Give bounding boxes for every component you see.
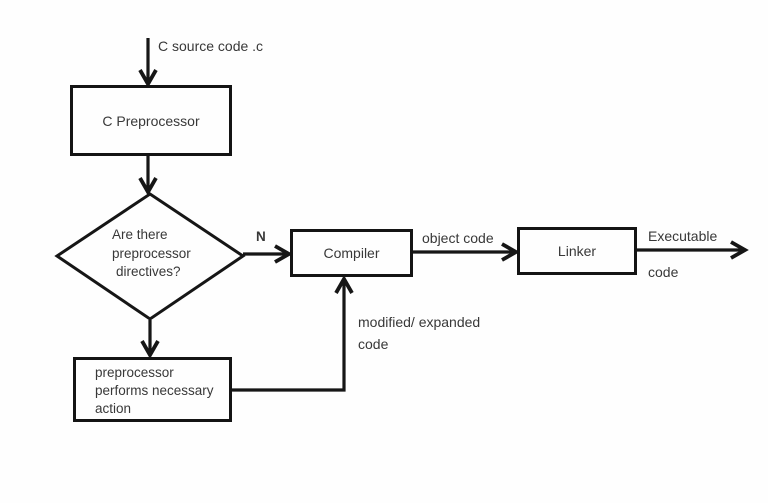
edge-label-executable-line1: Executable: [648, 228, 718, 244]
arrowhead-right-icon: [501, 242, 520, 262]
arrowhead-right-icon: [274, 244, 293, 264]
action-label-line3: action: [95, 401, 132, 416]
arrowhead-right-icon: [730, 240, 749, 260]
edge-label-source-code: C source code .c: [158, 38, 264, 54]
edge-label-no-branch: N: [256, 229, 266, 244]
node-compiler-label: Compiler: [323, 245, 380, 261]
arrowhead-down-icon: [138, 69, 158, 88]
edge-action-to-compiler: [232, 282, 346, 392]
arrowhead-down-icon: [140, 340, 160, 359]
arrowhead-down-icon: [138, 177, 158, 196]
node-compiler: Compiler: [290, 229, 413, 277]
node-c-preprocessor-label: C Preprocessor: [102, 112, 200, 129]
arrowhead-up-icon: [334, 275, 354, 294]
edge-label-object-code: object code: [422, 230, 494, 246]
node-linker-label: Linker: [557, 243, 597, 259]
edge-label-modified-code-line2: code: [358, 336, 389, 352]
decision-label-line1: Are there: [112, 227, 168, 242]
node-decision-shape: [54, 192, 246, 321]
node-c-preprocessor: C Preprocessor: [70, 85, 232, 156]
node-preprocessor-action: preprocessor performs necessary action: [73, 357, 232, 422]
action-label-line1: preprocessor: [95, 365, 174, 380]
decision-label-line3: directives?: [116, 264, 181, 279]
action-label-line2: performs necessary: [95, 383, 214, 398]
decision-label-line2: preprocessor: [112, 245, 191, 261]
node-decision-label: Are there preprocessor directives?: [112, 226, 191, 282]
edge-label-executable-line2: code: [648, 264, 679, 280]
node-linker: Linker: [517, 227, 637, 275]
edge-label-modified-code-line1: modified/ expanded: [358, 314, 481, 330]
